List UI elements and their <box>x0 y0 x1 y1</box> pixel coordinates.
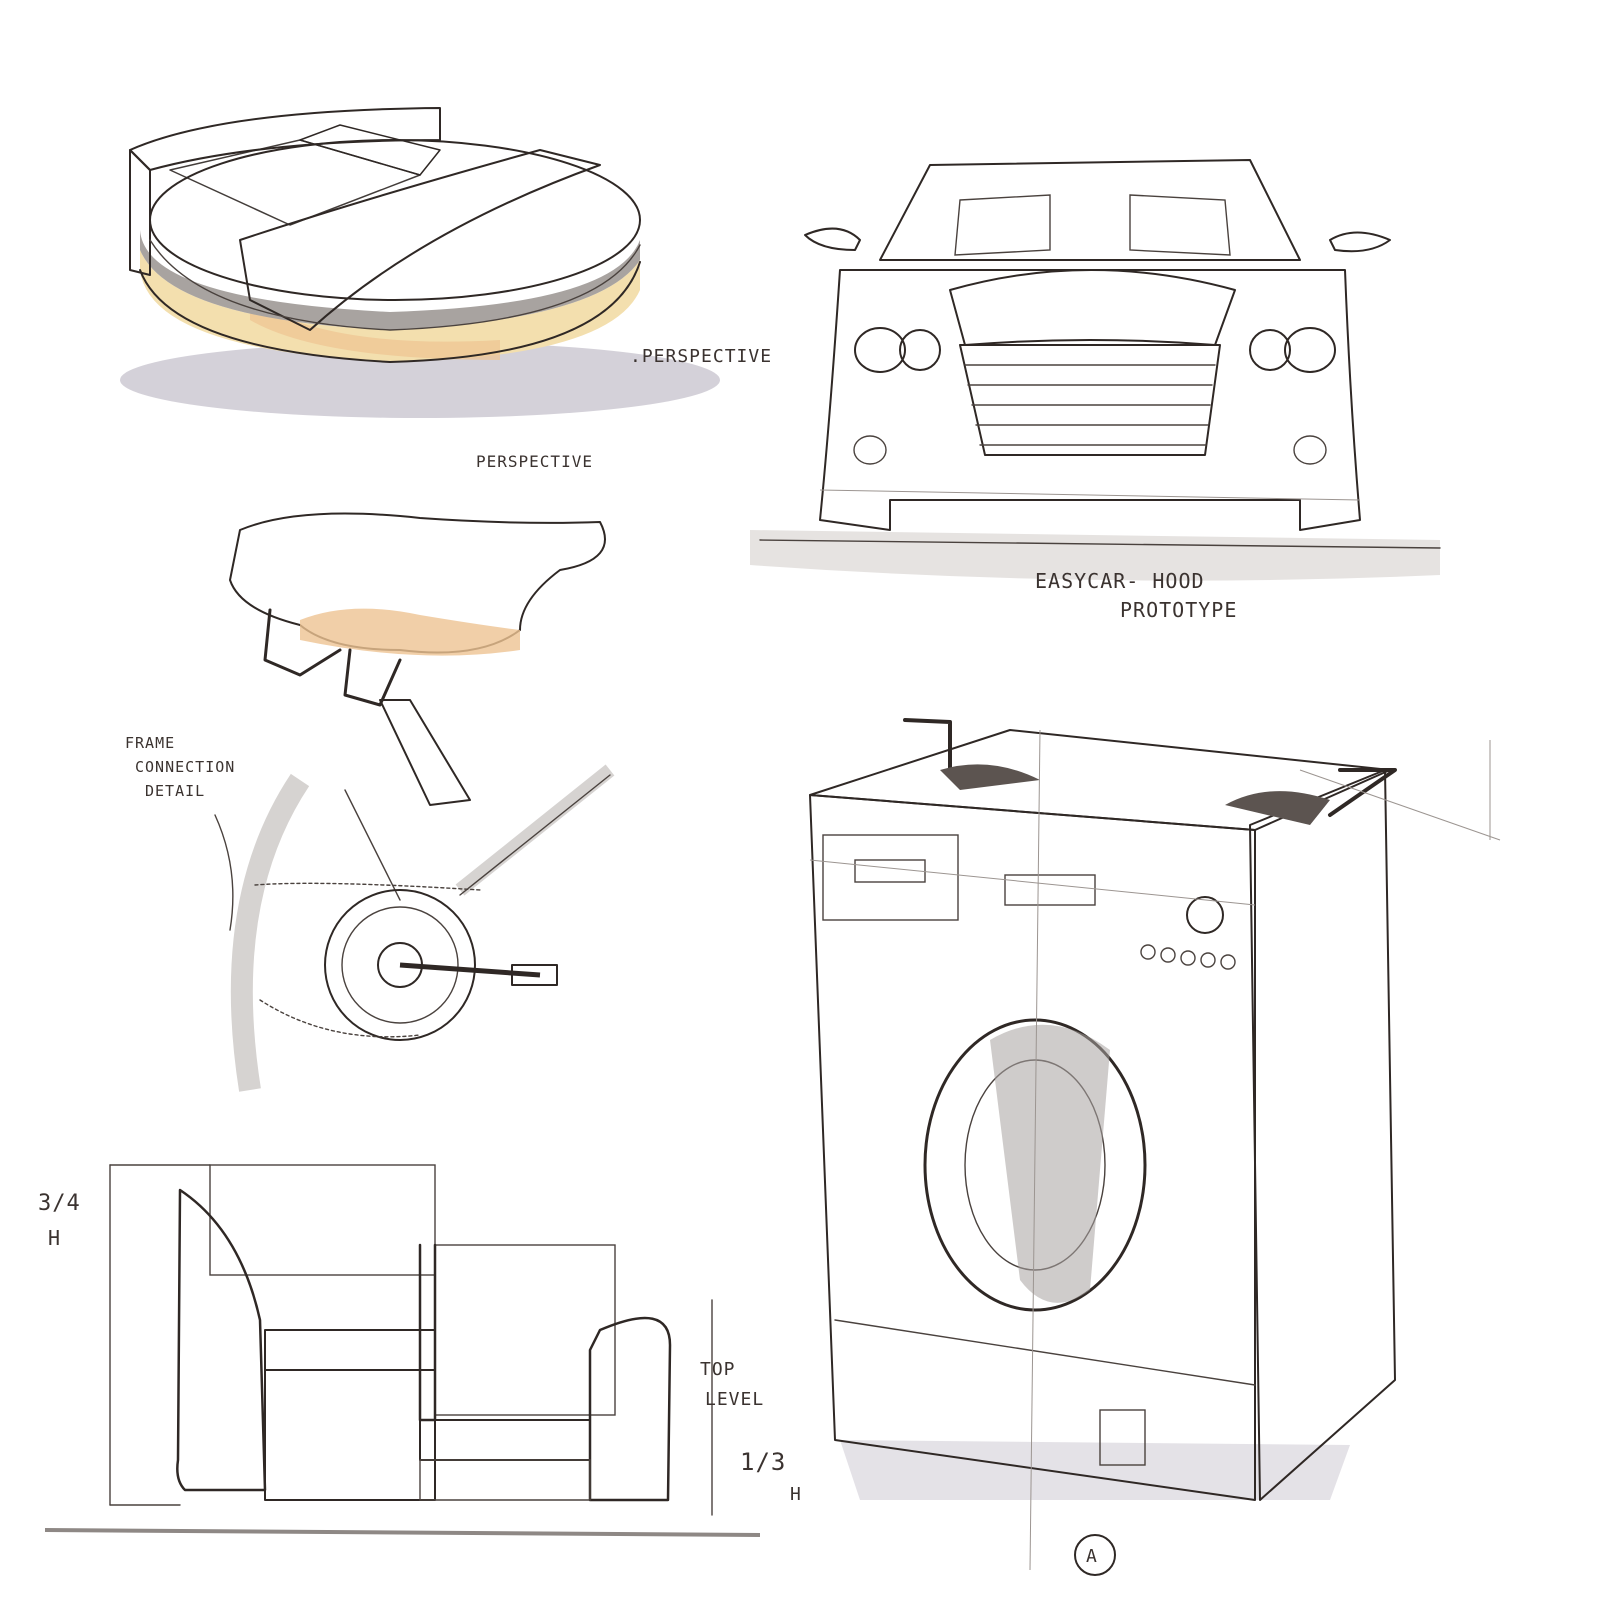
round-bed-sketch <box>120 107 720 418</box>
machine-front <box>809 794 1256 1501</box>
seat-post <box>379 699 471 806</box>
machine-side <box>1249 769 1396 1501</box>
washing-machine-sketch <box>809 718 1501 1576</box>
machine-door <box>923 1018 1147 1312</box>
one-third-label: 1/3 <box>740 1448 786 1476</box>
three-quarter-h: H <box>48 1226 61 1250</box>
frame-label-line2: CONNECTION <box>135 758 235 776</box>
armchair-left-arm <box>176 1188 267 1492</box>
car-grille <box>959 344 1221 456</box>
car-label-line1: EASYCAR- HOOD <box>1035 569 1205 593</box>
bed-shadow <box>120 342 720 418</box>
one-third-h: H <box>790 1484 802 1505</box>
bike-crank-sketch <box>214 764 615 1092</box>
section-marker-label: A <box>1086 1546 1098 1567</box>
section-marker <box>1074 1534 1116 1576</box>
car-label-line2: PROTOTYPE <box>1120 598 1237 622</box>
bed-base-yellow <box>140 250 640 362</box>
frame-label-line3: DETAIL <box>145 782 205 800</box>
perspective-label-1: .PERSPECTIVE <box>630 346 772 367</box>
car-hood-yellow <box>949 269 1236 346</box>
frame-label-line1: FRAME <box>125 734 175 752</box>
top-level-line2: LEVEL <box>705 1389 764 1410</box>
perspective-label-2: PERSPECTIVE <box>476 452 593 471</box>
three-quarter-label: 3/4 <box>38 1191 81 1216</box>
armchair-sketch <box>44 1164 761 1537</box>
pedal <box>511 964 558 986</box>
bike-saddle-sketch <box>229 512 606 806</box>
top-level-line1: TOP <box>700 1359 736 1380</box>
chainring <box>324 889 476 1041</box>
armchair-right-arm <box>588 1316 672 1502</box>
car-front-sketch <box>750 159 1441 581</box>
car-shadow <box>750 530 1440 581</box>
